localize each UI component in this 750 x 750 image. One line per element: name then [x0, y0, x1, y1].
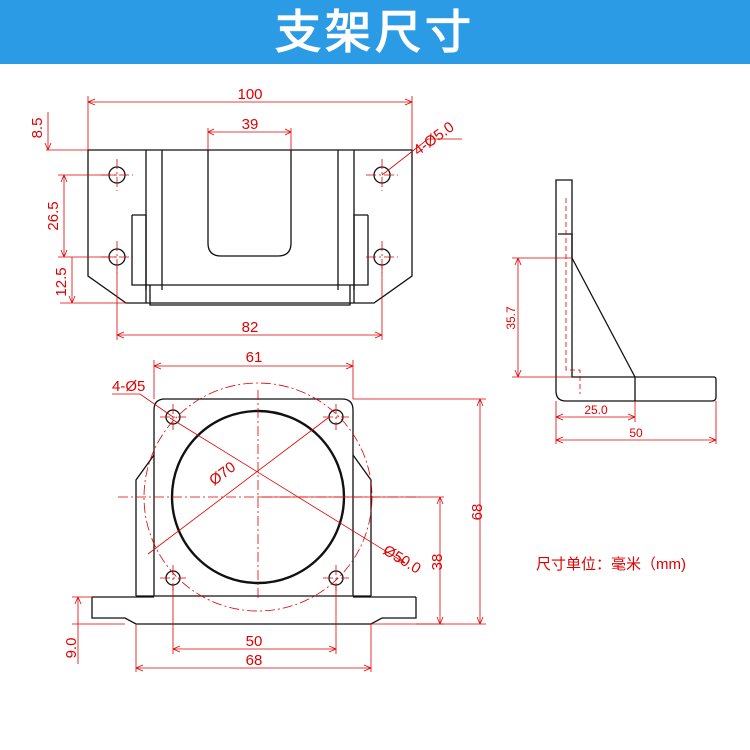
- dim-side-base-length: 50: [629, 426, 643, 440]
- dim-front-hole-spacing: 50: [246, 633, 263, 650]
- callout-front-holes: 4-Ø5: [112, 378, 145, 395]
- side-view-outline: [555, 179, 717, 402]
- top-view: 100 39 8.5 26.5 12.5 82 4-Ø5.0: [29, 86, 462, 340]
- dim-front-top-width: 61: [246, 349, 263, 366]
- top-view-outline: [87, 149, 413, 306]
- side-view-dimensions: 35.7 25.0 50: [504, 257, 717, 444]
- dim-bottom-offset: 12.5: [53, 267, 70, 296]
- front-view: 61 4-Ø5 Ø70 Ø50.0 68 38 9.0: [63, 349, 486, 672]
- dim-hole-spacing-vertical: 26.5: [45, 201, 62, 230]
- front-view-outline: [91, 382, 420, 625]
- dim-hole-height: 38: [429, 554, 446, 571]
- dim-side-leg-length: 25.0: [584, 403, 608, 417]
- unit-note: 尺寸单位：毫米（mm): [536, 556, 686, 573]
- front-view-dimensions: 61 4-Ø5 Ø70 Ø50.0 68 38 9.0: [63, 349, 486, 672]
- dim-slot-width: 39: [242, 116, 259, 133]
- dim-hole-spacing-horizontal: 82: [242, 319, 259, 336]
- dim-bore-diameter: Ø70: [206, 459, 239, 490]
- dim-pcd: Ø50.0: [380, 542, 424, 578]
- title-banner: 支架尺寸: [0, 0, 750, 64]
- top-view-dimensions: 100 39 8.5 26.5 12.5 82 4-Ø5.0: [29, 86, 462, 340]
- page-title: 支架尺寸: [275, 5, 475, 59]
- dim-front-overall-height: 68: [469, 504, 486, 521]
- side-view: 35.7 25.0 50: [504, 179, 717, 444]
- dim-top-overall-width: 100: [237, 86, 262, 103]
- dim-foot-height: 9.0: [63, 638, 80, 659]
- dim-front-base-width: 68: [246, 652, 263, 669]
- dim-side-height: 35.7: [504, 306, 518, 330]
- dim-top-offset: 8.5: [29, 118, 46, 139]
